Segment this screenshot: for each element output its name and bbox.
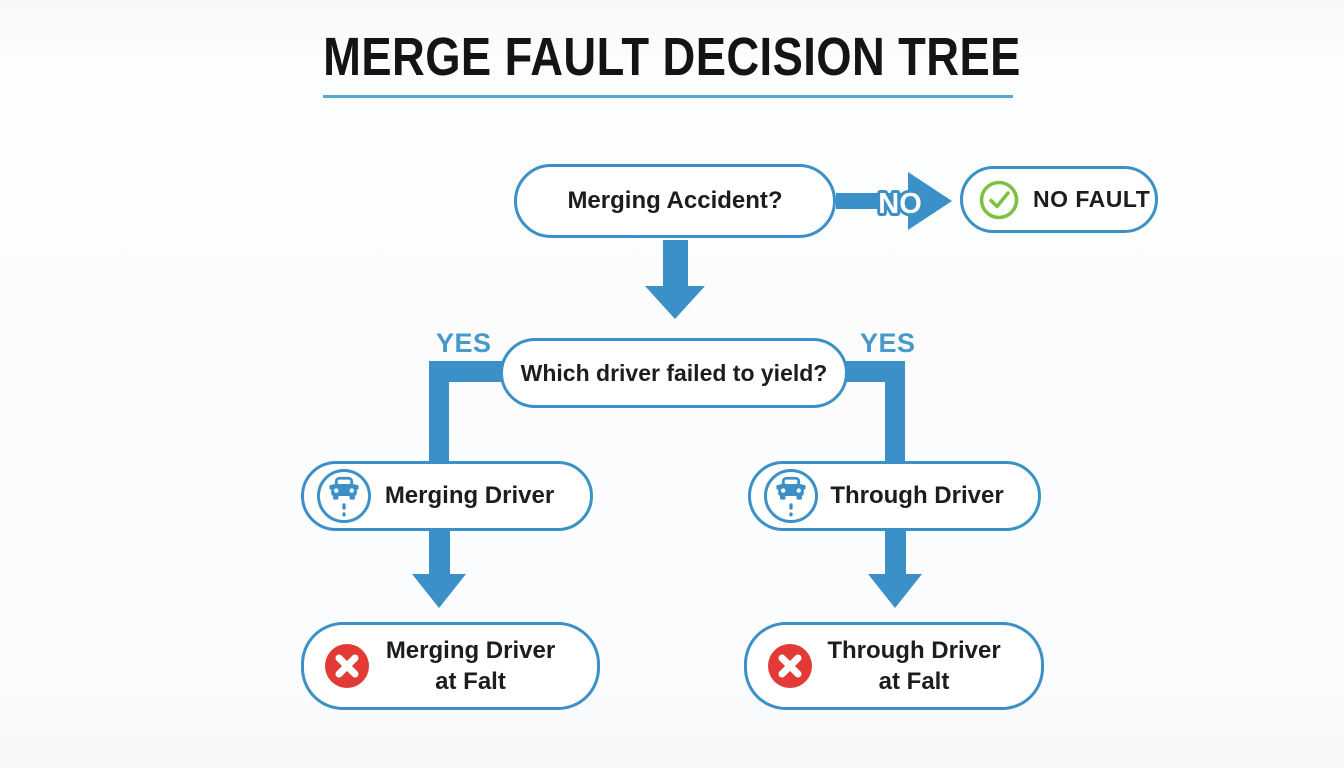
car-icon — [764, 469, 818, 523]
node-merging-driver: Merging Driver — [301, 461, 593, 531]
node-no-fault: NO FAULT — [960, 166, 1158, 233]
node-merging-accident: Merging Accident? — [514, 164, 836, 238]
no-edge-label: NO — [875, 185, 925, 223]
down-arrow-through-head — [868, 574, 922, 608]
yes-right-edge-label: YES — [860, 328, 916, 358]
no-arrow-shaft — [836, 193, 912, 209]
no-arrow-head — [908, 172, 952, 230]
node-merging-fault-line1: Merging Driver — [385, 636, 556, 664]
node-through-driver-at-fault: Through Driver at Falt — [744, 622, 1044, 710]
node-no-fault-label: NO FAULT — [1033, 186, 1151, 212]
node-which-driver-failed-to-yield: Which driver failed to yield? — [500, 338, 848, 408]
node-through-driver: Through Driver — [748, 461, 1041, 531]
down-arrow-merging-head — [412, 574, 466, 608]
node-merging-accident-label: Merging Accident? — [567, 187, 783, 214]
down-arrow-root-shaft — [663, 240, 688, 286]
down-arrow-merging-shaft — [429, 529, 450, 574]
yes-left-edge-label: YES — [436, 328, 492, 358]
check-circle-icon — [978, 179, 1020, 221]
svg-text:NO: NO — [878, 188, 922, 220]
node-merging-driver-at-fault: Merging Driver at Falt — [301, 622, 600, 710]
down-arrow-root-head — [645, 286, 705, 319]
node-through-driver-label: Through Driver — [830, 482, 1004, 509]
node-through-fault-line2: at Falt — [878, 668, 950, 695]
x-circle-icon — [767, 643, 813, 689]
title-underline — [323, 95, 1013, 98]
car-icon — [317, 469, 371, 523]
node-merging-fault-line2: at Falt — [435, 668, 506, 695]
node-which-driver-label: Which driver failed to yield? — [520, 359, 828, 386]
down-arrow-through-shaft — [885, 529, 906, 574]
node-through-fault-label: Through Driver at Falt — [813, 635, 1041, 697]
node-merging-fault-label: Merging Driver at Falt — [370, 635, 597, 697]
elbow-left-vertical — [429, 361, 449, 464]
x-circle-icon — [324, 643, 370, 689]
node-merging-driver-label: Merging Driver — [384, 482, 555, 509]
page-title: MERGE FAULT DECISION TREE — [323, 27, 1021, 87]
node-through-fault-line1: Through Driver — [827, 636, 1001, 664]
elbow-right-vertical — [885, 361, 905, 464]
